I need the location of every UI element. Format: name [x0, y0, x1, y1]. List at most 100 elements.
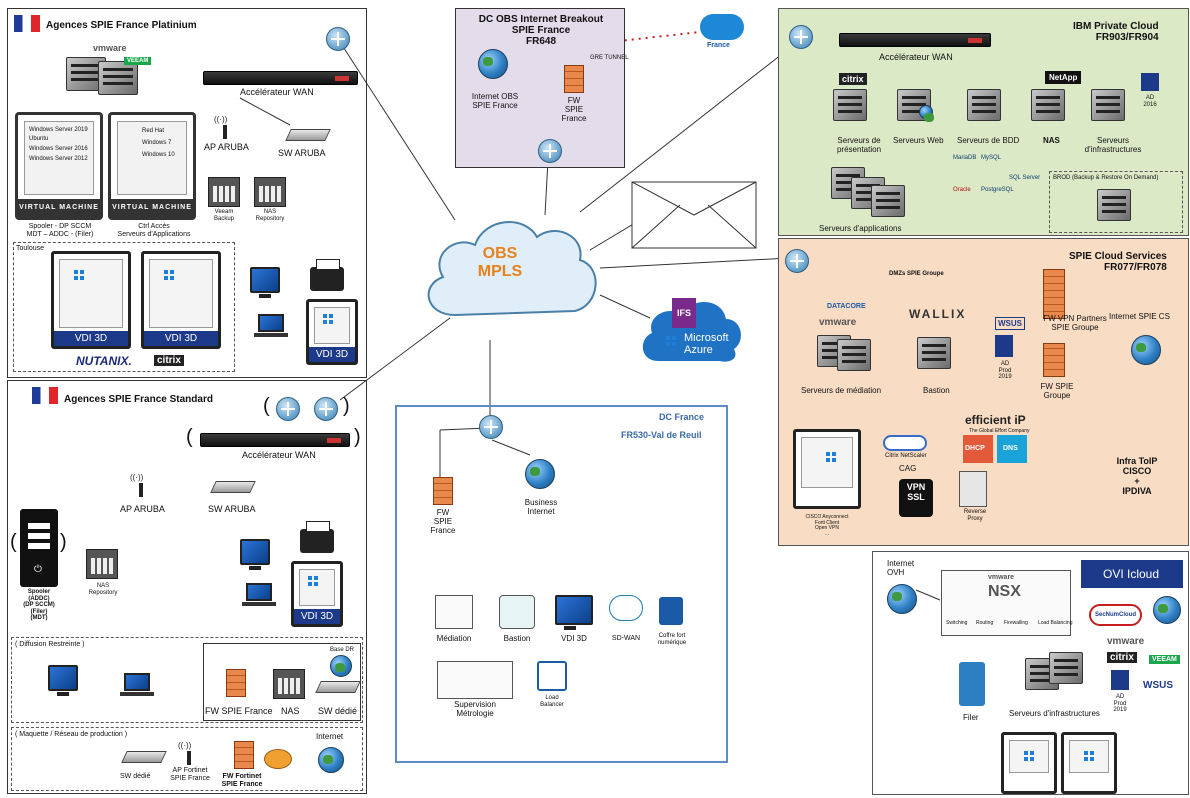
bastion-server-icon — [917, 337, 951, 369]
citrix-logo: citrix — [839, 73, 867, 85]
diffusion-group — [11, 637, 363, 723]
ibm-panel: IBM Private Cloud FR903/FR904 Accélérate… — [778, 8, 1189, 236]
base-dr-label: Base DR — [330, 647, 355, 653]
vpn-ssl-icon: VPN SSL — [899, 479, 933, 517]
vm-ctrl-acces: Red Hat Windows 7 Windows 10 VIRTUAL MAC… — [108, 112, 196, 220]
dc-obs-title: DC OBS Internet Breakout SPIE France FR6… — [478, 14, 604, 47]
ap-fortinet-icon — [178, 741, 194, 765]
bracket-left-icon: ( — [263, 395, 270, 417]
router-icon — [785, 249, 809, 273]
router-icon — [538, 139, 562, 163]
maquette-label: ( Maquette / Réseau de production ) — [15, 731, 128, 738]
bracket-left-icon: ( — [186, 426, 193, 448]
sw-aruba-label: SW ARUBA — [208, 504, 256, 514]
envelope-icon — [631, 181, 757, 249]
filer-icon — [959, 662, 985, 706]
firewall-icon — [234, 741, 254, 769]
datacore-logo: DATACORE — [827, 303, 866, 310]
bdd-server-icon — [967, 89, 1001, 121]
internet-globe-icon — [478, 49, 508, 79]
mediation-label: Serveurs de médiation — [801, 386, 882, 395]
nutanix-logo: NUTANIX. — [76, 354, 132, 368]
nsx-panel: vmware NSX Switching Routing Firewalling… — [941, 570, 1072, 636]
vdi-3d-workstation: VDI 3D — [306, 299, 358, 365]
nsx-item: Routing — [976, 620, 994, 626]
vm-os-list: Windows 10 — [142, 152, 175, 158]
ovh-panel: Internet OVH vmware NSX Switching Routin… — [872, 551, 1189, 795]
mysql-logo: MySQL — [981, 155, 1002, 161]
router-icon — [326, 27, 350, 51]
firewall-icon — [226, 669, 246, 697]
virtual-machine-icon: VIRTUAL MACHINE — [1061, 732, 1117, 794]
fw-vpn-label: FW VPN Partners SPIE Groupe — [1043, 314, 1107, 332]
vm-os-list: Windows Server 2016 — [29, 146, 88, 152]
windows-icon — [74, 270, 84, 280]
ap-aruba-icon — [130, 473, 146, 497]
firewall-icon — [564, 65, 584, 93]
cluster-label: Cluster de Médiation — [798, 497, 844, 504]
zscaler-france-label: France — [707, 42, 730, 49]
dc-france-title: DC France — [659, 412, 705, 422]
platinium-panel: Agences SPIE France Platinium vmware VEE… — [7, 8, 367, 378]
vdi-label: VDI 3D — [294, 609, 340, 624]
infra-toip-label: Infra ToIP CISCO + IPDIVA — [1116, 456, 1158, 496]
vdi-label: VDI 3D — [309, 347, 355, 362]
dhcp-icon: DHCP — [963, 435, 993, 463]
power-icon: ⏻ — [34, 564, 42, 575]
web-label: Serveurs Web — [893, 136, 944, 145]
printer-icon — [300, 521, 334, 553]
dns-icon: DNS — [997, 435, 1027, 463]
citrix-logo: citrix — [1107, 652, 1137, 663]
dhcp-label: DHCP — [965, 445, 985, 452]
ad-label: AD 2016 — [1143, 95, 1157, 108]
sw-aruba-icon — [210, 481, 256, 493]
workstation-icon — [240, 539, 270, 570]
toulouse-group — [13, 242, 235, 372]
standard-panel: Agences SPIE France Standard ( ) ( ) Acc… — [7, 380, 367, 794]
netscaler-icon — [883, 435, 927, 451]
supervision-label: Supervision Métrologie — [454, 700, 496, 718]
vm-spooler: Windows Server 2019 Ubuntu Windows Serve… — [15, 112, 103, 220]
anssi-badge-icon — [1153, 596, 1181, 624]
app-label: Coffre fort numérique — [657, 633, 687, 646]
sw-dedie-icon — [121, 751, 167, 763]
mariadb-logo: MariaDB — [953, 155, 977, 161]
application-server-icon — [871, 185, 905, 217]
laptop-icon — [242, 583, 276, 606]
windows-icon — [1024, 751, 1034, 761]
wan-accelerator-label: Accélérateur WAN — [242, 450, 316, 460]
vm-spooler-caption: Spooler - DP SCCM MDT – ADDC - (Filer) — [26, 223, 94, 238]
fw-fortinet-label: FW Fortinet SPIE France — [221, 773, 263, 788]
brod-label: BROD (Backup & Restore On Demand) — [1053, 175, 1159, 181]
vdi-label: VDI 3D — [144, 331, 218, 346]
citrix-logo: citrix — [154, 355, 184, 366]
sw-dedie-label: SW dédié — [120, 773, 151, 780]
oracle-logo: Oracle — [953, 187, 971, 193]
cluster-mediation-icon: Cluster de Médiation — [793, 429, 861, 509]
gre-tunnel-line — [582, 31, 701, 46]
vm-label: VIRTUAL MACHINE — [1067, 781, 1113, 788]
veeam-logo: VEEAM — [124, 57, 152, 65]
nas-label: NAS — [1043, 136, 1060, 145]
internet-label: Internet — [316, 732, 344, 741]
platinium-title: Agences SPIE France Platinium — [46, 20, 197, 31]
link-spiecloud-mpls — [599, 257, 791, 269]
sdwan-app-icon — [609, 595, 643, 621]
internet-globe-icon — [525, 459, 555, 489]
internet-cs-label: Internet SPIE CS — [1109, 312, 1170, 321]
wan-accelerator-icon — [839, 33, 991, 47]
ad-label: AD Prod 2019 — [1113, 694, 1127, 714]
laptop-icon — [254, 314, 288, 337]
router-icon — [789, 25, 813, 49]
windows-icon — [826, 452, 836, 462]
app-label: Bastion — [503, 634, 531, 643]
ifs-logo: IFS — [672, 298, 696, 328]
router-icon — [276, 397, 300, 421]
netscaler-label: Citrix NetScaler — [885, 453, 927, 459]
ap-aruba-label: AP ARUBA — [120, 504, 165, 514]
ovh-internet-label: Internet OVH — [887, 559, 915, 577]
wan-accelerator-icon — [203, 71, 358, 85]
filer-label: Filer — [963, 713, 979, 722]
infra-label: Serveurs d'infrastructures — [1084, 136, 1142, 154]
